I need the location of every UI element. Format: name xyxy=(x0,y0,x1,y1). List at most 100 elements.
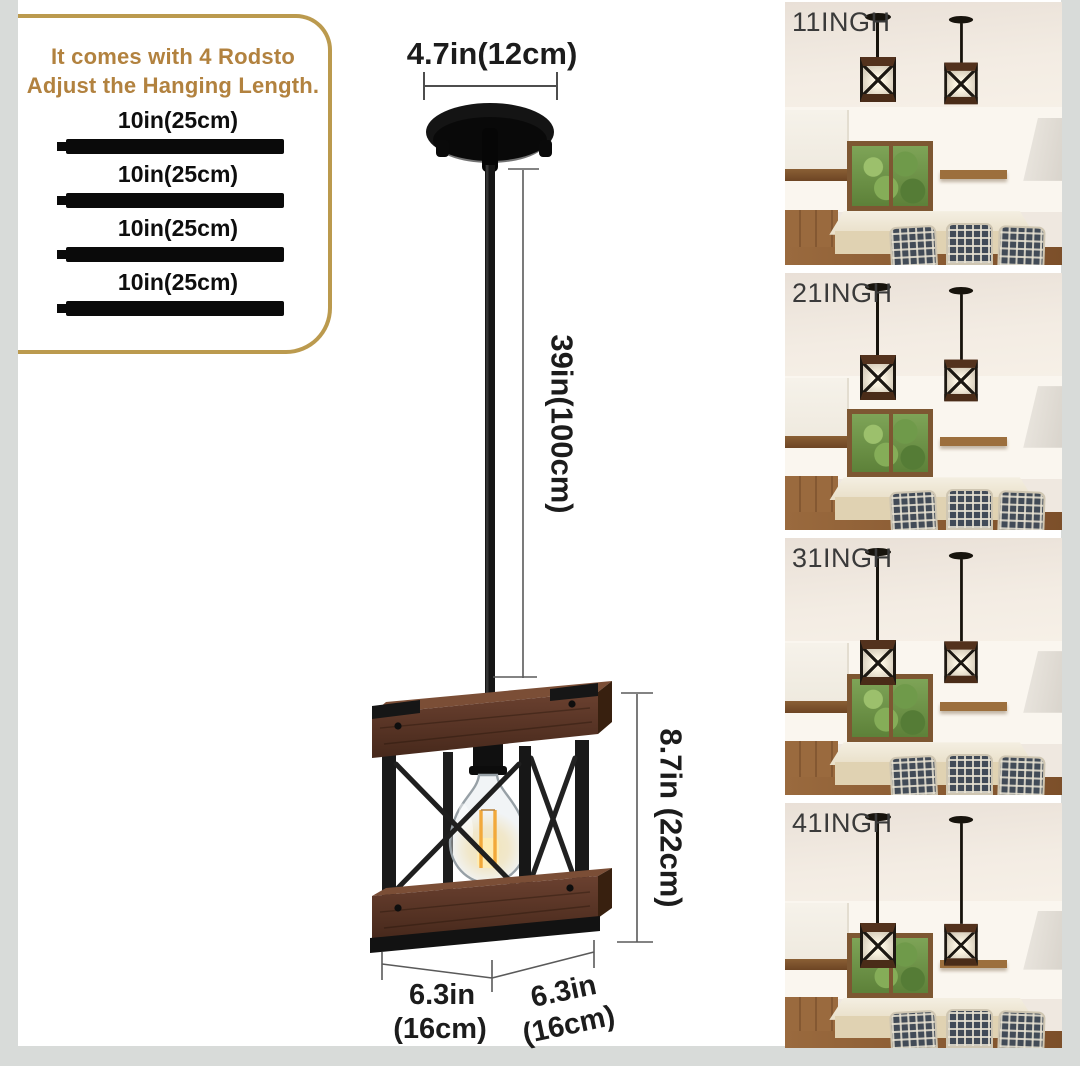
pendant-rod xyxy=(876,291,880,356)
pendant-light xyxy=(859,812,896,968)
hanging-length-label: 21INGH xyxy=(792,278,893,308)
rod-row: 10in(25cm) xyxy=(18,269,328,317)
kitchen-wood-shelf-left xyxy=(785,701,849,713)
kitchen-window xyxy=(847,141,934,212)
wicker-chair xyxy=(889,490,939,530)
rods-heading-line1: It comes with 4 Rodsto xyxy=(51,44,295,69)
pendant-cage xyxy=(859,640,896,686)
rod-length-label: 10in(25cm) xyxy=(117,107,239,134)
kitchen-wood-shelf-left xyxy=(785,436,849,448)
rod-graphic xyxy=(57,139,284,155)
pendant-cage xyxy=(859,56,896,102)
lifestyle-photo-31in: 31INGH xyxy=(785,538,1062,795)
wicker-chair xyxy=(997,1010,1047,1048)
rod-length-label: 10in(25cm) xyxy=(117,269,239,296)
lifestyle-photo-11in: 11INGH xyxy=(785,2,1062,265)
ceiling-canopy xyxy=(426,103,554,172)
wicker-chair xyxy=(889,1010,939,1048)
pendant-rod xyxy=(959,23,963,63)
page-edge-bottom xyxy=(0,1046,1080,1066)
dimension-diagram: 4.7in(12cm) 39in(100cm) xyxy=(370,36,689,1051)
pendant-light xyxy=(859,12,896,102)
pendant-light xyxy=(944,552,978,684)
pendant-rod xyxy=(959,559,963,642)
rod-row: 10in(25cm) xyxy=(18,161,328,209)
kitchen-wood-shelf-right xyxy=(940,702,1007,711)
pendant-canopy xyxy=(864,283,891,292)
edison-bulb xyxy=(448,773,528,885)
dim-rod-length-label: 39in(100cm) xyxy=(545,334,580,513)
kitchen-wood-shelf-left xyxy=(785,958,849,970)
pendant-cage xyxy=(859,355,896,401)
rod-row: 10in(25cm) xyxy=(18,215,328,263)
down-rod xyxy=(485,165,495,695)
pendant-light xyxy=(944,16,978,105)
pendant-canopy xyxy=(948,16,973,24)
dim-cage-depth-label-group: 6.3in (16cm) xyxy=(520,969,618,1051)
rod-row: 10in(25cm) xyxy=(18,107,328,155)
wicker-chair xyxy=(945,222,993,265)
kitchen-wood-shelf-right xyxy=(940,437,1007,446)
wicker-chair xyxy=(889,755,939,795)
hanging-length-label: 31INGH xyxy=(792,543,893,573)
rods-info-box: It comes with 4 Rodsto Adjust the Hangin… xyxy=(18,14,332,354)
rods-box-heading: It comes with 4 Rodsto Adjust the Hangin… xyxy=(18,42,328,100)
dim-cage-width-label1: 6.3in xyxy=(409,979,475,1011)
rod-length-label: 10in(25cm) xyxy=(117,161,239,188)
pendant-cage xyxy=(944,62,978,105)
wicker-chair xyxy=(945,488,993,530)
rods-heading-line2: Adjust the Hanging Length. xyxy=(26,73,320,99)
hanging-length-label: 41INGH xyxy=(792,808,893,838)
pendant-rod xyxy=(876,20,880,57)
kitchen-upper-cabinets xyxy=(785,378,849,438)
kitchen-upper-cabinets xyxy=(785,109,849,171)
pendant-canopy xyxy=(864,548,891,557)
dim-cage-width-line xyxy=(381,940,595,992)
rod-graphic xyxy=(57,193,284,209)
pendant-canopy xyxy=(948,816,973,824)
wicker-chair xyxy=(945,1008,993,1048)
wicker-chair xyxy=(945,753,993,795)
wicker-chair xyxy=(997,490,1047,530)
rod-graphic xyxy=(57,301,284,317)
rod-graphic xyxy=(57,247,284,263)
kitchen-wood-shelf-left xyxy=(785,169,849,181)
pendant-rod xyxy=(959,294,963,360)
pendant-rod xyxy=(876,820,880,923)
pendant-rod xyxy=(876,556,880,641)
hanging-length-label: 11INGH xyxy=(792,7,891,37)
pendant-rod xyxy=(959,823,963,925)
pendant-light xyxy=(944,287,978,402)
pendant-canopy xyxy=(948,287,973,295)
cage-bottom-wood xyxy=(370,868,612,953)
pendant-cage xyxy=(944,359,978,402)
lifestyle-photo-41in: 41INGH xyxy=(785,803,1062,1048)
wicker-chair xyxy=(997,755,1047,795)
dim-canopy-width-label: 4.7in(12cm) xyxy=(407,36,578,71)
dim-canopy-width-line xyxy=(423,72,558,100)
wicker-chair xyxy=(997,224,1047,265)
pendant-cage xyxy=(944,641,978,684)
pendant-cage xyxy=(859,922,896,968)
pendant-light xyxy=(859,283,896,401)
rod-length-label: 10in(25cm) xyxy=(117,215,239,242)
lamp-cage xyxy=(370,681,612,953)
dim-cage-width-label2: (16cm) xyxy=(393,1013,487,1045)
page-edge-right xyxy=(1061,0,1080,1066)
dim-rod-length-line xyxy=(493,168,539,678)
page-edge-left xyxy=(0,0,18,1066)
wicker-chair xyxy=(889,224,939,265)
bulb-filament xyxy=(479,810,497,868)
dim-cage-height-label: 8.7in (22cm) xyxy=(654,728,689,907)
kitchen-upper-cabinets xyxy=(785,643,849,703)
pendant-light xyxy=(859,548,896,686)
dim-cage-height-line xyxy=(617,692,653,943)
pendant-cage xyxy=(944,924,978,967)
pendant-canopy xyxy=(948,552,973,560)
cage-top-wood xyxy=(372,681,612,758)
kitchen-window xyxy=(847,409,934,478)
lifestyle-photo-21in: 21INGH xyxy=(785,273,1062,530)
bulb-socket xyxy=(469,740,507,775)
pendant-light xyxy=(944,816,978,967)
